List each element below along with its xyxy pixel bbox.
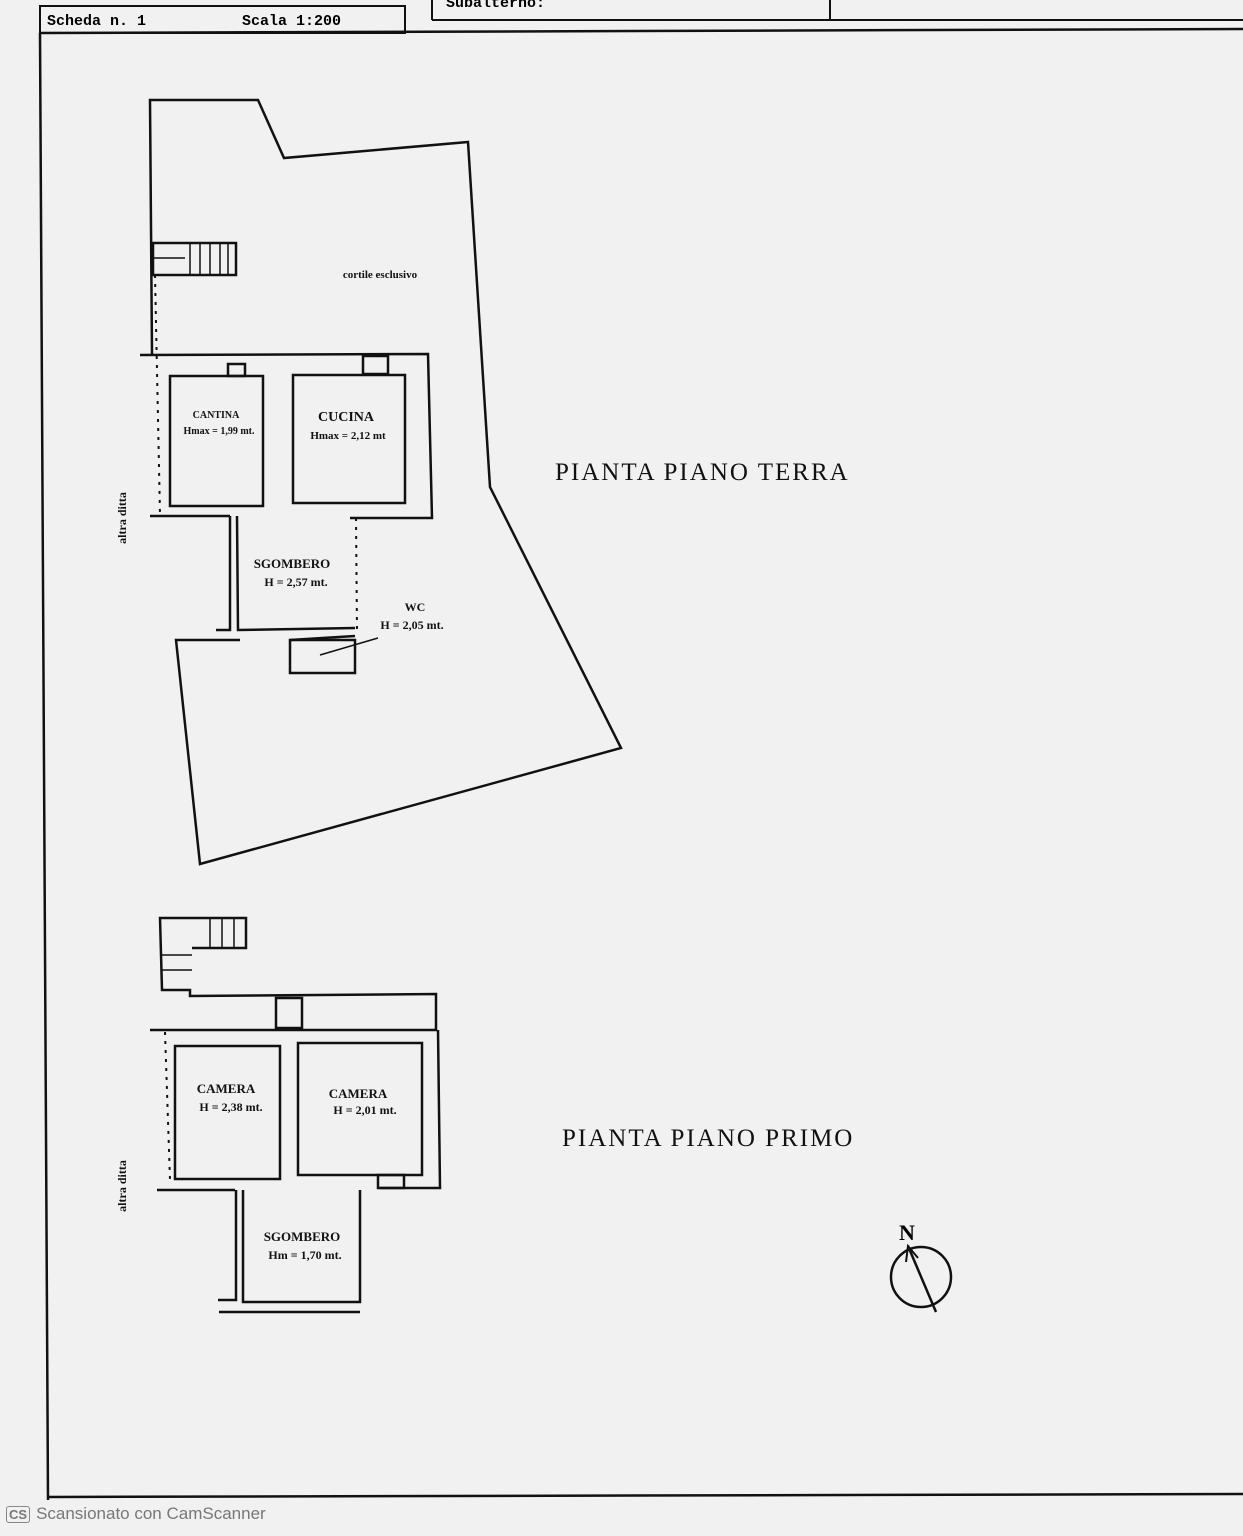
- room-name: CAMERA: [197, 1081, 256, 1096]
- room-name: CUCINA: [318, 410, 375, 425]
- subalterno-label: Subalterno:: [446, 0, 545, 12]
- ground-floor-plan: [139, 98, 623, 866]
- scanner-watermark: CS Scansionato con CamScanner: [6, 1504, 266, 1524]
- sheet-number: Scheda n. 1: [47, 13, 146, 30]
- camscanner-logo: CS: [6, 1505, 31, 1523]
- room-name: CANTINA: [193, 410, 240, 421]
- first-floor-title: PIANTA PIANO PRIMO: [562, 1125, 854, 1152]
- header-frame: [39, 0, 1243, 35]
- north-label: N: [899, 1220, 915, 1245]
- room-name: WC: [405, 600, 426, 614]
- room-height: H = 2,05 mt.: [380, 618, 443, 632]
- room-height: Hm = 1,70 mt.: [268, 1248, 341, 1262]
- watermark-text: Scansionato con CamScanner: [36, 1504, 266, 1523]
- neighbor-label-first: altra ditta: [115, 1160, 129, 1212]
- courtyard-label: cortile esclusivo: [343, 269, 418, 281]
- room-height: H = 2,38 mt.: [199, 1100, 262, 1114]
- neighbor-label-ground: altra ditta: [115, 492, 129, 544]
- first-floor-plan: [150, 916, 442, 1314]
- room-height: Hmax = 2,12 mt: [310, 430, 386, 442]
- left-border: [38, 32, 50, 1501]
- room-height: Hmax = 1,99 mt.: [184, 426, 255, 437]
- scale-label: Scala 1:200: [242, 13, 341, 30]
- room-name: CAMERA: [329, 1086, 388, 1101]
- room-name: SGOMBERO: [264, 1229, 341, 1244]
- room-height: H = 2,01 mt.: [333, 1103, 396, 1117]
- north-arrow-icon: [889, 1243, 953, 1313]
- room-height: H = 2,57 mt.: [264, 575, 327, 589]
- room-name: SGOMBERO: [254, 556, 331, 571]
- bottom-border: [47, 1492, 1243, 1499]
- ground-floor-title: PIANTA PIANO TERRA: [555, 459, 850, 486]
